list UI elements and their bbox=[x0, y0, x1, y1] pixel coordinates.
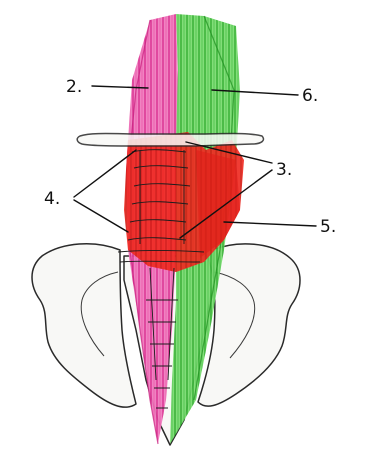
label-3: 3. bbox=[276, 160, 292, 180]
leader-4-lower bbox=[74, 200, 128, 232]
transverse-process-bar bbox=[77, 134, 263, 147]
label-2: 2. bbox=[66, 77, 82, 97]
left-iliac-wing bbox=[32, 244, 136, 407]
label-6: 6. bbox=[302, 86, 318, 106]
label-5: 5. bbox=[320, 217, 336, 237]
label-4: 4. bbox=[44, 189, 60, 209]
leader-5 bbox=[224, 222, 316, 226]
